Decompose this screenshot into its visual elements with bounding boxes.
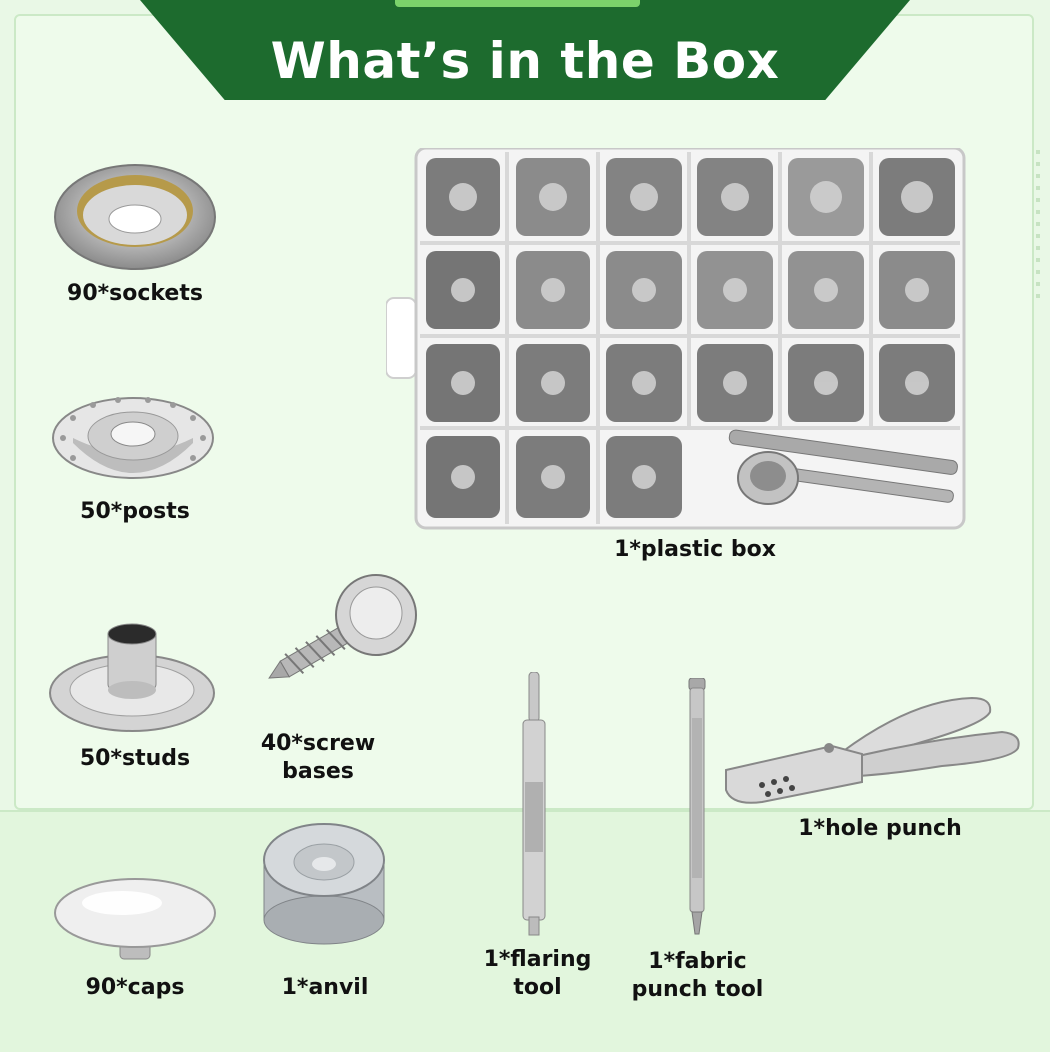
page-title: What’s in the Box — [270, 32, 780, 90]
fabric-punch-tool-image — [684, 678, 710, 936]
plastic-box-label: 1*plastic box — [614, 537, 776, 562]
plastic-box-image — [386, 148, 966, 533]
screw-base-image — [258, 565, 428, 715]
header-accent — [395, 0, 640, 7]
header-banner: What’s in the Box — [140, 0, 910, 100]
sockets-label: 90*sockets — [67, 281, 203, 306]
stud-image — [46, 618, 218, 738]
side-decoration — [1036, 150, 1040, 300]
hole-punch-label: 1*hole punch — [798, 816, 962, 841]
cap-image — [52, 875, 218, 965]
screw-bases-label: 40*screw bases — [260, 731, 376, 784]
anvil-label: 1*anvil — [281, 975, 369, 1000]
flaring-tool-label: 1*flaring tool — [483, 947, 592, 1000]
posts-label: 50*posts — [80, 499, 190, 524]
fabric-punch-tool-label: 1*fabric punch tool — [631, 949, 764, 1002]
caps-label: 90*caps — [85, 975, 185, 1000]
socket-image — [50, 155, 220, 275]
flaring-tool-image — [517, 672, 551, 937]
hole-punch-image — [722, 690, 1022, 820]
anvil-image — [262, 820, 386, 950]
post-image — [48, 388, 218, 498]
studs-label: 50*studs — [79, 746, 191, 771]
